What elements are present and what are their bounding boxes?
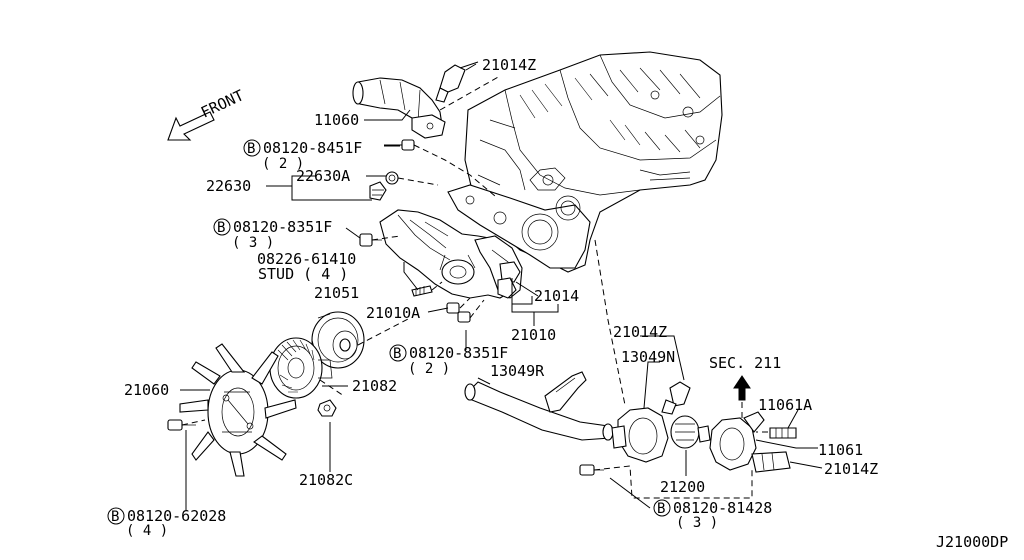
temperature-sensor-21014Z-right <box>751 451 791 473</box>
water-pipe-13049R <box>464 371 614 441</box>
temperature-sensor-21014Z-mid <box>661 381 691 415</box>
qty-08120-8351F-a: ( 3 ) <box>232 235 274 251</box>
label-sec-211: SEC. 211 <box>709 354 781 372</box>
label-21010A: 21010A <box>366 304 420 322</box>
sec-211-arrow <box>733 375 751 401</box>
front-label: FRONT <box>198 86 247 121</box>
cooling-fan-21060 <box>179 343 297 477</box>
label-08120-8351F-a: 08120-8351F <box>233 218 332 236</box>
label-08226-61410: 08226-61410 <box>257 250 356 268</box>
bolt-21010A-part <box>446 302 460 314</box>
label-21060: 21060 <box>124 381 169 399</box>
bolt-symbol-icon: B <box>217 220 225 236</box>
bolt-11061A-part <box>769 427 797 439</box>
front-arrow: FRONT <box>167 86 247 141</box>
temperature-sensor-21014Z-top <box>435 61 479 103</box>
bolt-symbol-icon: B <box>247 141 255 157</box>
qty-08120-81428: ( 3 ) <box>676 515 718 531</box>
assembly-dashed-lines <box>181 75 768 499</box>
label-21082: 21082 <box>352 377 397 395</box>
bolt-08120-8451F-part <box>384 139 415 151</box>
label-21014: 21014 <box>534 287 579 305</box>
leader-lines <box>180 63 823 510</box>
label-21010: 21010 <box>511 326 556 344</box>
label-13049R: 13049R <box>490 362 545 380</box>
bolt-symbol-icon: B <box>111 509 119 525</box>
nut-21082C <box>317 399 337 417</box>
bolt-08120-8351F-b-part <box>457 311 471 323</box>
qty-08120-8351F-b: ( 2 ) <box>408 361 450 377</box>
label-13049N: 13049N <box>621 348 675 366</box>
label-08120-81428: 08120-81428 <box>673 499 772 517</box>
part-labels: 21014Z 11060 B 08120-8451F ( 2 ) 22630A … <box>107 56 1008 551</box>
bolt-symbol-icon: B <box>393 346 401 362</box>
water-pump-assembly <box>379 209 523 299</box>
bolt-symbol-icon: B <box>657 501 665 517</box>
label-21082C: 21082C <box>299 471 353 489</box>
label-08120-8451F: 08120-8451F <box>263 139 362 157</box>
bolt-08120-81428-part <box>579 464 604 476</box>
engine-block <box>447 51 723 273</box>
pulley-21051 <box>311 311 365 369</box>
label-22630: 22630 <box>206 177 251 195</box>
label-stud: STUD ( 4 ) <box>258 265 348 283</box>
thermostat-21200 <box>670 415 711 449</box>
thermostat-housing-13049N <box>611 407 669 463</box>
label-08120-8351F-b: 08120-8351F <box>409 344 508 362</box>
label-11061A: 11061A <box>758 396 812 414</box>
bolt-08120-8351F-a-part <box>359 233 382 247</box>
label-21051: 21051 <box>314 284 359 302</box>
label-21014Z-mid: 21014Z <box>613 323 667 341</box>
qty-08120-62028: ( 4 ) <box>126 523 168 539</box>
label-22630A: 22630A <box>296 167 350 185</box>
water-outlet-11060 <box>352 77 446 139</box>
label-08120-62028: 08120-62028 <box>127 507 226 525</box>
label-11061: 11061 <box>818 441 863 459</box>
label-21014Z-top: 21014Z <box>482 56 536 74</box>
stud-08226-61410-part <box>411 285 433 297</box>
label-21200: 21200 <box>660 478 705 496</box>
qty-08120-8451F: ( 2 ) <box>262 156 304 172</box>
diagram-id: J21000DP <box>936 533 1008 551</box>
label-11060: 11060 <box>314 111 359 129</box>
washer-22630A <box>385 171 399 185</box>
label-21014Z-right: 21014Z <box>824 460 878 478</box>
fan-clutch-21082 <box>269 337 333 399</box>
sensor-22630 <box>369 181 387 201</box>
